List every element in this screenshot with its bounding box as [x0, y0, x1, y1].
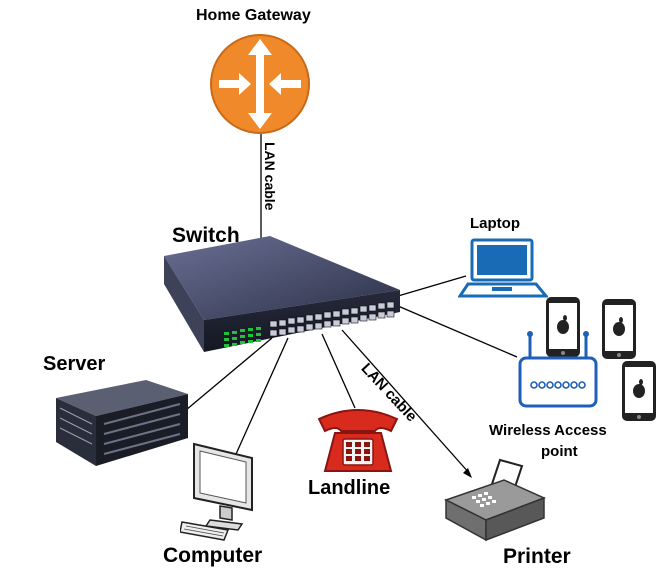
telephone-icon	[317, 409, 399, 472]
edge-switch-laptop	[397, 275, 467, 297]
wap-label-line1: Wireless Access	[489, 422, 607, 439]
wap-label-line2: point	[541, 443, 578, 460]
gateway-label: Home Gateway	[196, 7, 311, 24]
laptop-label: Laptop	[470, 215, 520, 232]
landline-label: Landline	[308, 477, 391, 499]
edge-switch-wap	[397, 305, 518, 358]
wireless-access-point-icon	[518, 331, 598, 408]
fax-printer-icon	[444, 458, 546, 542]
server-icon	[56, 380, 188, 466]
edge-switch-landline	[321, 333, 356, 409]
edge-switch-computer	[231, 337, 289, 464]
smartphone-apple-icon	[602, 299, 636, 359]
smartphone-apple-icon	[546, 297, 580, 357]
laptop-icon	[458, 238, 548, 298]
switch-label: Switch	[172, 224, 240, 247]
router-arrows-icon	[210, 34, 310, 134]
lan-cable-label-vertical: LAN cable	[262, 142, 278, 211]
smartphone-apple-icon	[622, 361, 656, 421]
network-switch-icon	[164, 236, 400, 352]
printer-label: Printer	[503, 545, 571, 568]
computer-label: Computer	[163, 544, 263, 567]
edge-switch-server	[185, 337, 273, 411]
edge-switch-printer	[341, 329, 471, 475]
arrowhead-printer	[463, 468, 472, 478]
desktop-computer-icon	[180, 442, 253, 541]
server-label: Server	[43, 353, 106, 375]
